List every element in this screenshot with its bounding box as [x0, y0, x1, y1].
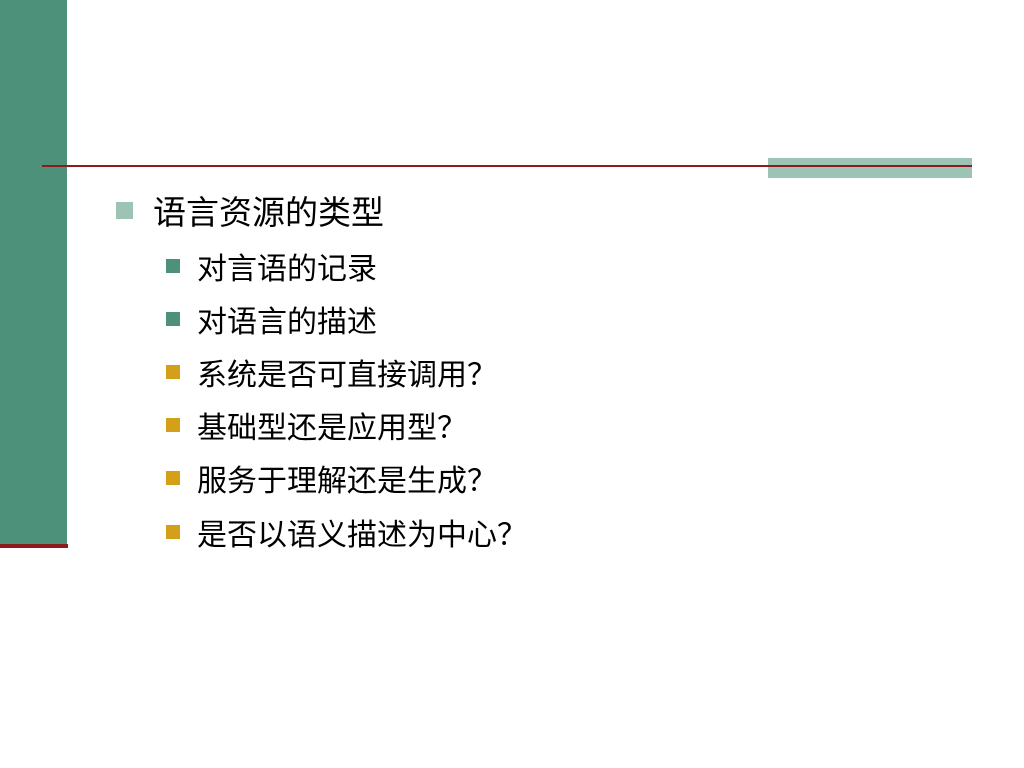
- square-bullet-icon: [166, 312, 180, 326]
- sub-bullet: 系统是否可直接调用？: [166, 352, 497, 393]
- sub-bullet: 对语言的描述: [166, 299, 377, 340]
- sub-bullet-text: 对言语的记录: [197, 252, 377, 287]
- main-bullet: 语言资源的类型: [116, 188, 384, 232]
- sub-bullet: 服务于理解还是生成？: [166, 458, 497, 499]
- sub-bullet: 是否以语义描述为中心？: [166, 512, 527, 553]
- square-bullet-icon: [116, 201, 133, 219]
- main-bullet-text: 语言资源的类型: [153, 193, 384, 232]
- sub-bullet-text: 系统是否可直接调用？: [197, 358, 497, 393]
- sub-bullet: 基础型还是应用型？: [166, 405, 467, 446]
- sub-bullet-text: 对语言的描述: [197, 305, 377, 340]
- left-decorative-bar: [0, 0, 67, 545]
- square-bullet-icon: [166, 525, 180, 539]
- square-bullet-icon: [166, 418, 180, 432]
- square-bullet-icon: [166, 471, 180, 485]
- sub-bullet-text: 基础型还是应用型？: [197, 411, 467, 446]
- title-divider-rule: [42, 165, 972, 167]
- sub-bullet: 对言语的记录: [166, 246, 377, 287]
- square-bullet-icon: [166, 259, 180, 273]
- accent-bar-rule: [768, 165, 972, 167]
- square-bullet-icon: [166, 365, 180, 379]
- left-bar-underline: [0, 544, 68, 548]
- sub-bullet-text: 服务于理解还是生成？: [197, 464, 497, 499]
- sub-bullet-text: 是否以语义描述为中心？: [197, 518, 527, 553]
- title-accent-bar: [768, 158, 972, 178]
